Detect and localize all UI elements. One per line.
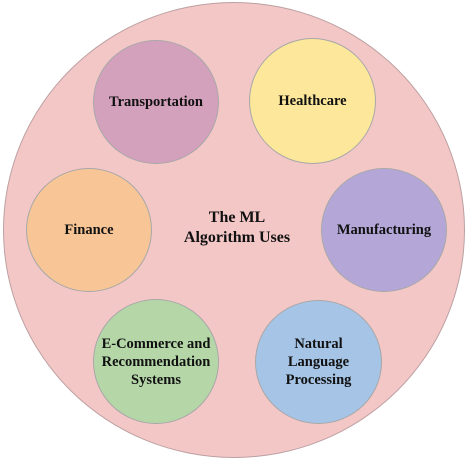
node-manufacturing: Manufacturing (321, 168, 447, 292)
center-title: The ML Algorithm Uses (183, 209, 291, 246)
node-label: Natural Language Processing (285, 336, 352, 388)
node-healthcare: Healthcare (249, 38, 376, 164)
node-label: Finance (64, 222, 114, 238)
node-label: Transportation (109, 94, 203, 110)
node-natural-language-processing: Natural Language Processing (255, 300, 382, 424)
node-label: Healthcare (278, 93, 347, 109)
node-ecommerce: E-Commerce and Recommendation Systems (93, 299, 219, 424)
node-label: E-Commerce and Recommendation Systems (101, 335, 211, 388)
node-label: Manufacturing (336, 222, 432, 238)
node-finance: Finance (26, 168, 152, 292)
node-transportation: Transportation (93, 40, 219, 164)
